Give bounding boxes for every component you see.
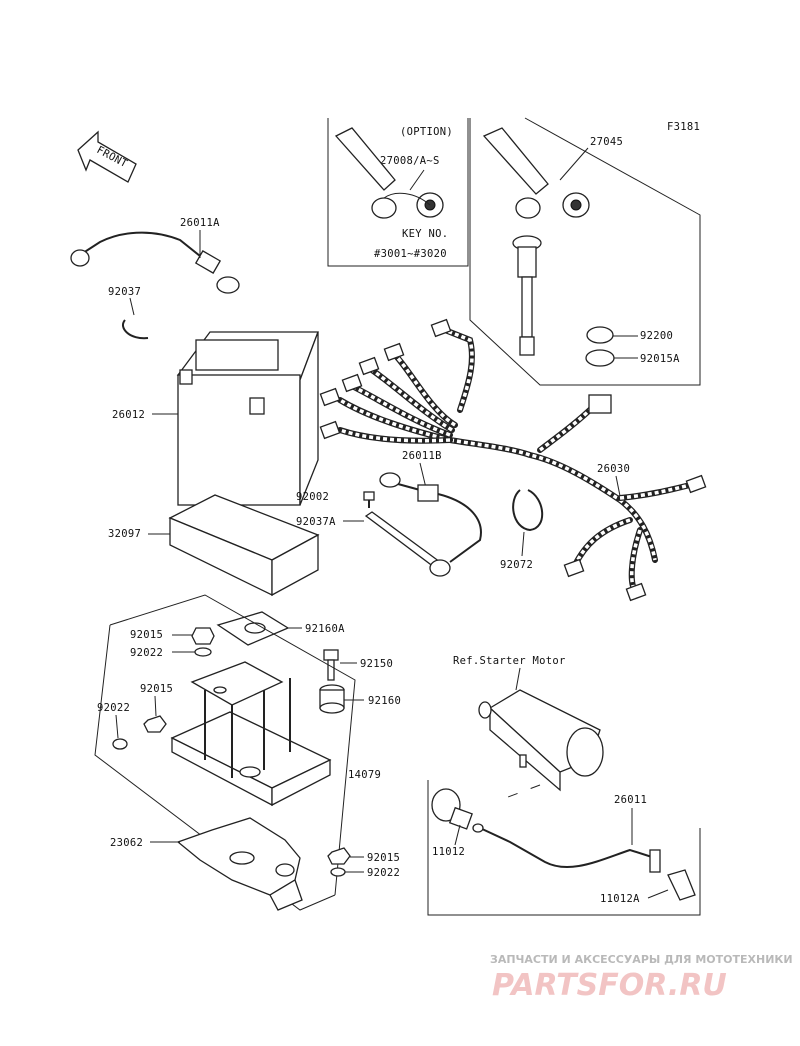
option-part-number: 27008/A~S xyxy=(380,155,440,167)
mount-bracket-icon xyxy=(176,817,303,911)
washer-icon xyxy=(112,738,128,750)
option-key-range: #3001~#3020 xyxy=(374,248,447,260)
option-ignition-box: (OPTION) 27008/A~S KEY NO. #3001~#3020 xyxy=(327,118,469,267)
callout-26011A: 26011A xyxy=(180,217,220,229)
battery-bracket-icon xyxy=(94,594,356,911)
callout-92072: 92072 xyxy=(500,559,533,571)
ignition-switch-box: 27045 92200 92015A xyxy=(469,117,701,386)
callout-26012: 26012 xyxy=(112,409,145,421)
watermark-tagline: ЗАПЧАСТИ И АКСЕССУАРЫ ДЛЯ МОТОТЕХНИКИ xyxy=(490,953,793,966)
starter-motor-icon xyxy=(478,689,604,792)
callout-26011B: 26011B xyxy=(402,450,442,462)
callout-92200: 92200 xyxy=(640,330,673,342)
washer-icon xyxy=(586,326,614,344)
callout-92015A: 92015A xyxy=(640,353,680,365)
option-title: (OPTION) xyxy=(400,126,453,138)
nut-icon xyxy=(143,715,167,733)
bolt-92150-icon xyxy=(323,649,339,681)
callout-26011: 26011 xyxy=(614,794,647,806)
callout-92022-mid: 92022 xyxy=(97,702,130,714)
front-arrow-icon: FRONT xyxy=(77,130,137,183)
callout-11012: 11012 xyxy=(432,846,465,858)
washer-icon xyxy=(194,647,212,657)
callout-92015-top: 92015 xyxy=(130,629,163,641)
callout-92002: 92002 xyxy=(296,491,329,503)
cable-tie-icon xyxy=(364,511,442,568)
starter-cable-icon xyxy=(472,823,661,873)
battery-cable-positive xyxy=(70,231,240,294)
ref-starter-motor: Ref.Starter Motor xyxy=(453,655,566,667)
callout-92037A: 92037A xyxy=(296,516,336,528)
terminal-boot-icon xyxy=(667,869,696,901)
harness-band-icon xyxy=(512,489,544,532)
band-icon xyxy=(122,319,149,340)
callout-14079: 14079 xyxy=(348,769,381,781)
diagram-code: F3181 xyxy=(667,121,700,133)
watermark-logo: PARTSFOR.RU xyxy=(492,968,727,1003)
callout-92160A: 92160A xyxy=(305,623,345,635)
callout-11012A: 11012A xyxy=(600,893,640,905)
battery-icon xyxy=(176,331,319,506)
callout-92022-bottom: 92022 xyxy=(367,867,400,879)
nut-ring-icon xyxy=(585,349,615,367)
nut-icon xyxy=(327,847,351,865)
callout-32097: 32097 xyxy=(108,528,141,540)
callout-92015-bottom: 92015 xyxy=(367,852,400,864)
callout-92150: 92150 xyxy=(360,658,393,670)
wiring-harness-icon xyxy=(319,318,707,602)
callout-27045: 27045 xyxy=(590,136,623,148)
ignition-switch-icon xyxy=(512,235,542,356)
nut-icon xyxy=(191,627,215,645)
callout-92015-mid: 92015 xyxy=(140,683,173,695)
bolt-icon xyxy=(363,491,375,508)
battery-case-icon xyxy=(168,494,320,597)
damper-icon xyxy=(319,684,345,714)
option-key-icon xyxy=(334,127,444,219)
callout-26030: 26030 xyxy=(597,463,630,475)
battery-cable-negative xyxy=(379,472,482,577)
callout-23062: 23062 xyxy=(110,837,143,849)
option-key-no-label: KEY NO. xyxy=(402,228,448,240)
callout-92160: 92160 xyxy=(368,695,401,707)
callout-92037: 92037 xyxy=(108,286,141,298)
ignition-key-icon xyxy=(482,127,590,219)
callout-92022-top: 92022 xyxy=(130,647,163,659)
washer-icon xyxy=(330,867,346,877)
